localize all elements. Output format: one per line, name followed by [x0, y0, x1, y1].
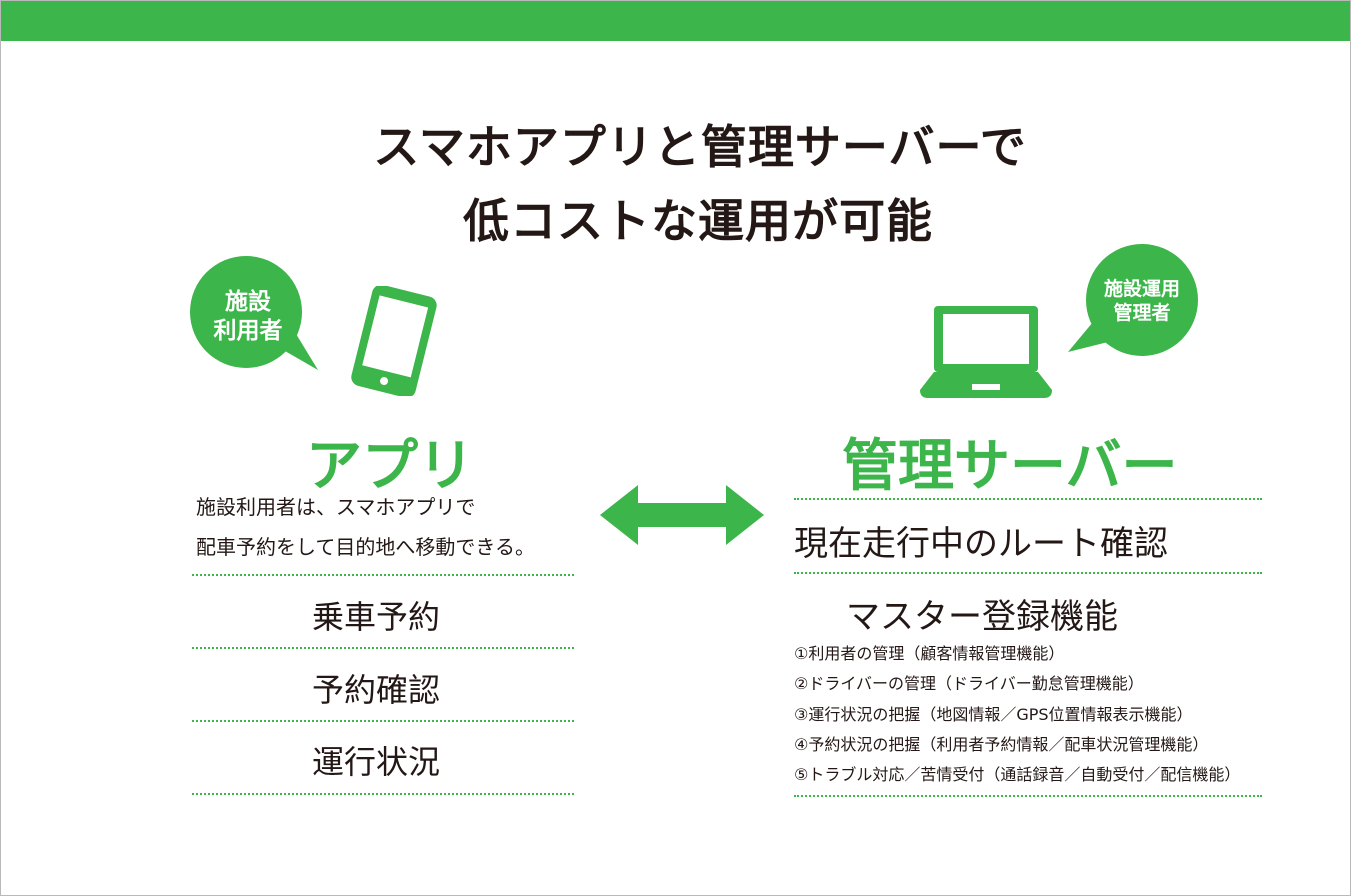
app-divider — [192, 793, 574, 795]
double-arrow-icon — [600, 485, 764, 545]
app-title: アプリ — [306, 434, 474, 499]
server-feature-1: ①利用者の管理（顧客情報管理機能） — [794, 644, 1065, 663]
server-feature-3: ③運行状況の把握（地図情報／GPS位置情報表示機能） — [794, 705, 1193, 724]
app-divider — [192, 647, 574, 649]
user-speech-bubble — [190, 256, 318, 370]
app-divider — [192, 720, 574, 722]
server-feature-4: ④予約状況の把握（利用者予約情報／配車状況管理機能） — [794, 735, 1209, 754]
laptop-icon — [920, 306, 1052, 398]
app-desc-line1: 施設利用者は、スマホアプリで — [196, 495, 476, 519]
server-divider — [794, 795, 1262, 797]
server-title: 管理サーバー — [842, 434, 1178, 499]
server-master-label: マスター登録機能 — [846, 597, 1118, 637]
user-bubble-line1: 施設 — [225, 289, 271, 315]
app-item-booking: 乗車予約 — [312, 598, 441, 636]
server-feature-2: ②ドライバーの管理（ドライバー勤怠管理機能） — [794, 674, 1144, 693]
smartphone-icon — [351, 286, 437, 396]
top-green-bar — [1, 1, 1350, 41]
admin-bubble-line1: 施設運用 — [1103, 278, 1180, 300]
headline-line1: スマホアプリと管理サーバーで — [373, 120, 1027, 174]
app-item-confirm: 予約確認 — [312, 671, 441, 709]
server-divider — [794, 498, 1262, 500]
app-desc-line2: 配車予約をして目的地へ移動できる。 — [196, 535, 535, 559]
admin-speech-bubble — [1068, 244, 1198, 356]
app-divider — [192, 574, 574, 576]
user-bubble-line2: 利用者 — [213, 317, 283, 344]
server-route-label: 現在走行中のルート確認 — [794, 524, 1168, 564]
app-item-status: 運行状況 — [312, 743, 441, 781]
admin-bubble-line2: 管理者 — [1113, 301, 1171, 324]
server-feature-5: ⑤トラブル対応／苦情受付（通話録音／自動受付／配信機能） — [794, 765, 1241, 784]
headline-line2: 低コストな運用が可能 — [463, 194, 933, 248]
server-divider — [794, 572, 1262, 574]
